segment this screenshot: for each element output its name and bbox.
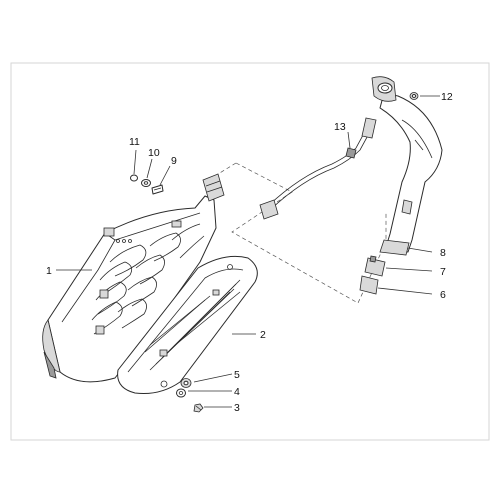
leader-10 bbox=[146, 158, 153, 179]
callout-12: 12 bbox=[441, 91, 453, 103]
nut-12[interactable] bbox=[409, 92, 419, 100]
bolt-9[interactable] bbox=[151, 184, 164, 195]
callout-8: 8 bbox=[440, 247, 446, 259]
callout-3: 3 bbox=[234, 402, 240, 414]
callout-13: 13 bbox=[334, 121, 346, 133]
callout-2: 2 bbox=[260, 329, 266, 341]
callout-1: 1 bbox=[46, 265, 52, 277]
clamp-7[interactable] bbox=[364, 255, 386, 277]
leader-13 bbox=[347, 131, 351, 149]
lambda-sensor[interactable] bbox=[259, 117, 377, 220]
callout-4: 4 bbox=[234, 386, 240, 398]
diagram-frame bbox=[10, 62, 490, 441]
screw-3[interactable] bbox=[193, 403, 204, 413]
callout-11: 11 bbox=[129, 136, 140, 148]
callout-5: 5 bbox=[234, 369, 240, 381]
leader-5 bbox=[193, 373, 233, 383]
callout-9: 9 bbox=[171, 155, 177, 167]
callout-6: 6 bbox=[440, 289, 446, 301]
leader-8 bbox=[407, 247, 433, 253]
exhaust-pipe[interactable] bbox=[371, 76, 443, 256]
leader-11 bbox=[133, 149, 137, 175]
heat-shield[interactable] bbox=[117, 255, 258, 394]
leader-7 bbox=[385, 267, 433, 272]
gasket-6[interactable] bbox=[359, 275, 379, 295]
spacer-5[interactable] bbox=[180, 378, 192, 388]
washer-11[interactable] bbox=[130, 174, 138, 182]
washer-4[interactable] bbox=[176, 388, 186, 398]
washer-10[interactable] bbox=[141, 179, 151, 187]
leader-9 bbox=[159, 165, 171, 186]
assembly-outline bbox=[231, 162, 387, 304]
callout-10: 10 bbox=[148, 147, 160, 159]
muffler-body[interactable] bbox=[42, 173, 225, 383]
leader-6 bbox=[377, 287, 433, 295]
callout-7: 7 bbox=[440, 266, 446, 278]
